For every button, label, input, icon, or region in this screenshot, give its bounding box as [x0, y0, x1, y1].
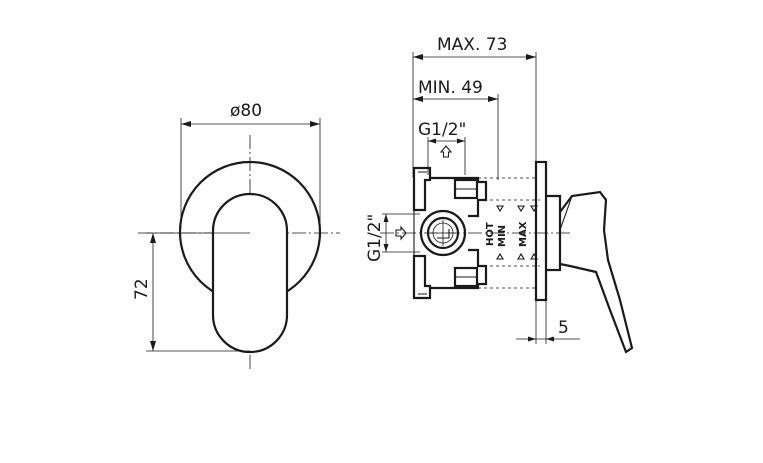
arrow-min-right — [488, 96, 498, 102]
arrow-height-bottom — [150, 341, 156, 351]
inlet-outer-circle — [419, 209, 467, 257]
height-label: 72 — [132, 278, 152, 300]
lever-side — [559, 190, 634, 354]
thread-side-label: G1/2" — [365, 214, 385, 262]
flow-up-arrow-icon — [439, 145, 453, 158]
arrow-max-right — [526, 54, 536, 60]
max-marking: MAX — [518, 221, 529, 247]
wall-plate — [534, 160, 548, 302]
plate-thickness-label: 5 — [558, 318, 569, 338]
max-marker-triangles — [517, 205, 525, 260]
arrow-max-left — [413, 54, 423, 60]
arrow-height-top — [150, 233, 156, 243]
side-view: MAX. 73 MIN. 49 G1/2" G1/2" — [365, 35, 634, 354]
arrow-thread-top-left — [428, 138, 436, 144]
inlet-inner-circle — [426, 216, 460, 250]
lever-front — [211, 192, 289, 354]
min-marking: MIN — [497, 225, 508, 247]
bracket-inner — [413, 171, 427, 295]
min-marker-triangles — [496, 205, 504, 260]
arrow-thread-side-bottom — [383, 244, 389, 252]
arrow-min-left — [413, 96, 423, 102]
stem — [546, 194, 562, 272]
min-depth-label: MIN. 49 — [418, 78, 483, 98]
arrow-5-left — [528, 336, 536, 342]
flow-right-arrow-icon — [395, 225, 407, 241]
arrow-thread-top-right — [457, 138, 465, 144]
hot-marking: HOT — [485, 222, 496, 246]
front-view: ø80 72 — [132, 101, 340, 372]
arrow-5-right — [546, 336, 554, 342]
diameter-label: ø80 — [230, 101, 262, 121]
arrow-diameter-left — [181, 121, 191, 127]
inlet-crosshair — [430, 220, 456, 246]
valve-body — [430, 176, 488, 290]
thread-top-label: G1/2" — [418, 120, 466, 140]
arrow-diameter-right — [310, 121, 320, 127]
arrow-thread-side-top — [383, 214, 389, 222]
inlet-slot — [437, 229, 450, 239]
lever-side-edge — [559, 195, 573, 231]
max-depth-label: MAX. 73 — [437, 35, 507, 55]
